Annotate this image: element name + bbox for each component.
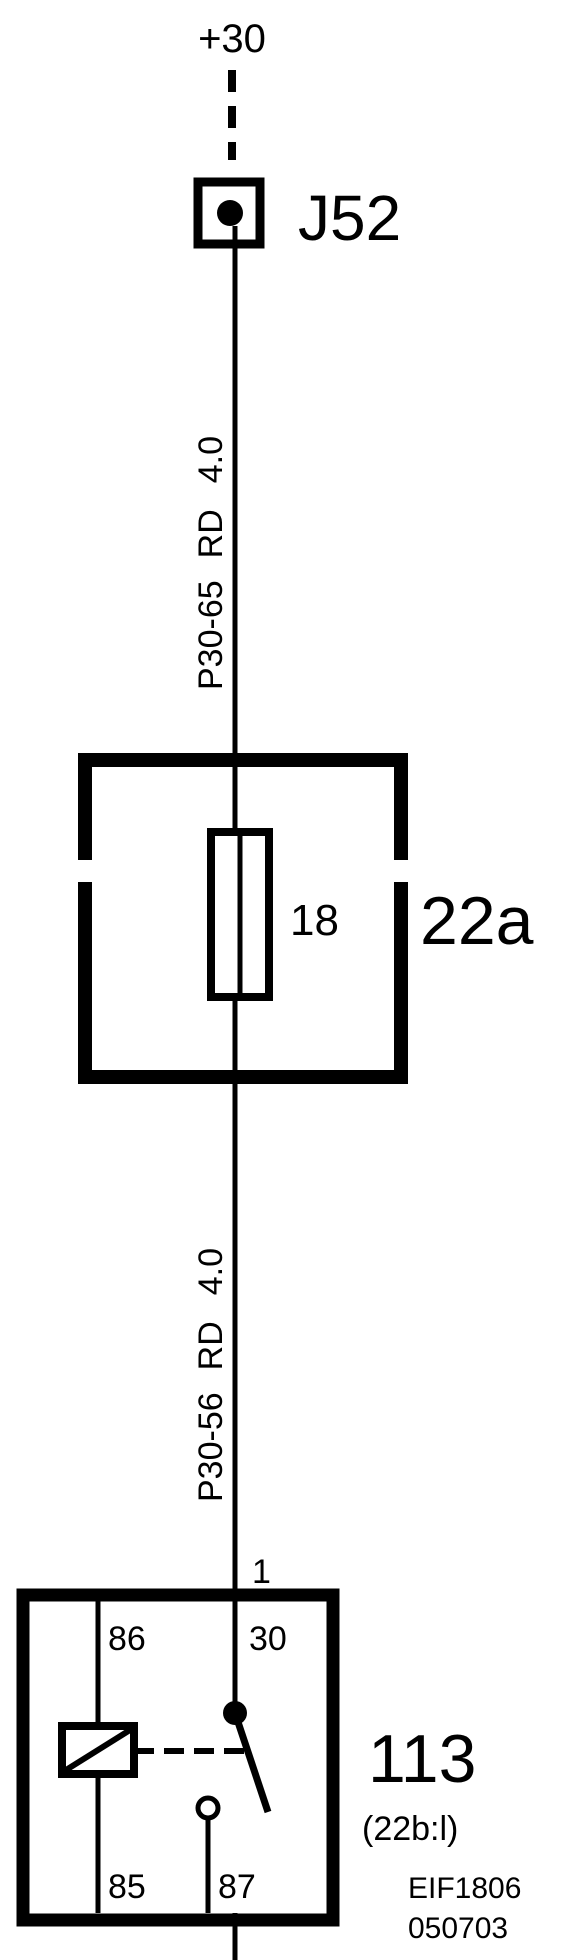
fuse-box-label: 22a xyxy=(420,883,534,959)
fuse-number: 18 xyxy=(290,896,339,945)
fuse-box-22a xyxy=(78,753,408,1084)
relay-pin-86: 86 xyxy=(108,1620,146,1658)
wire-lower-label: P30-56 RD 4.0 xyxy=(192,1248,230,1502)
relay-pin-85: 85 xyxy=(108,1868,146,1906)
connector-j52-pin xyxy=(217,200,243,226)
relay-entry-pin: 1 xyxy=(252,1553,271,1591)
relay-location: (22b:l) xyxy=(362,1810,458,1848)
connector-j52-box xyxy=(193,177,265,249)
relay-contact-87-terminal xyxy=(195,1795,221,1821)
wire-upper-color: RD xyxy=(192,509,230,558)
wire-upper-circuit: P30-65 xyxy=(192,580,230,690)
svg-text:P30-65RD4.0: P30-65 RD 4.0 xyxy=(192,436,230,690)
wire-upper-label: P30-65 RD 4.0 xyxy=(192,436,230,690)
wire-lower-size: 4.0 xyxy=(192,1248,230,1295)
footer-code: EIF1806 xyxy=(408,1872,521,1905)
relay-pin-30: 30 xyxy=(249,1620,287,1658)
relay-label: 113 xyxy=(368,1721,476,1797)
relay-113-box xyxy=(16,1588,340,1927)
relay-pin-87: 87 xyxy=(218,1868,256,1906)
footer-date: 050703 xyxy=(408,1912,508,1945)
wire-lower-circuit: P30-56 xyxy=(192,1392,230,1502)
wire-upper-size: 4.0 xyxy=(192,436,230,483)
connector-j52-label: J52 xyxy=(298,182,401,254)
svg-text:P30-56RD4.0: P30-56 RD 4.0 xyxy=(192,1248,230,1502)
wire-lower-color: RD xyxy=(192,1321,230,1370)
supply-label: +30 xyxy=(198,17,266,61)
relay-switch-arm xyxy=(231,1711,272,1814)
relay-coil-diagonal xyxy=(64,1727,132,1773)
